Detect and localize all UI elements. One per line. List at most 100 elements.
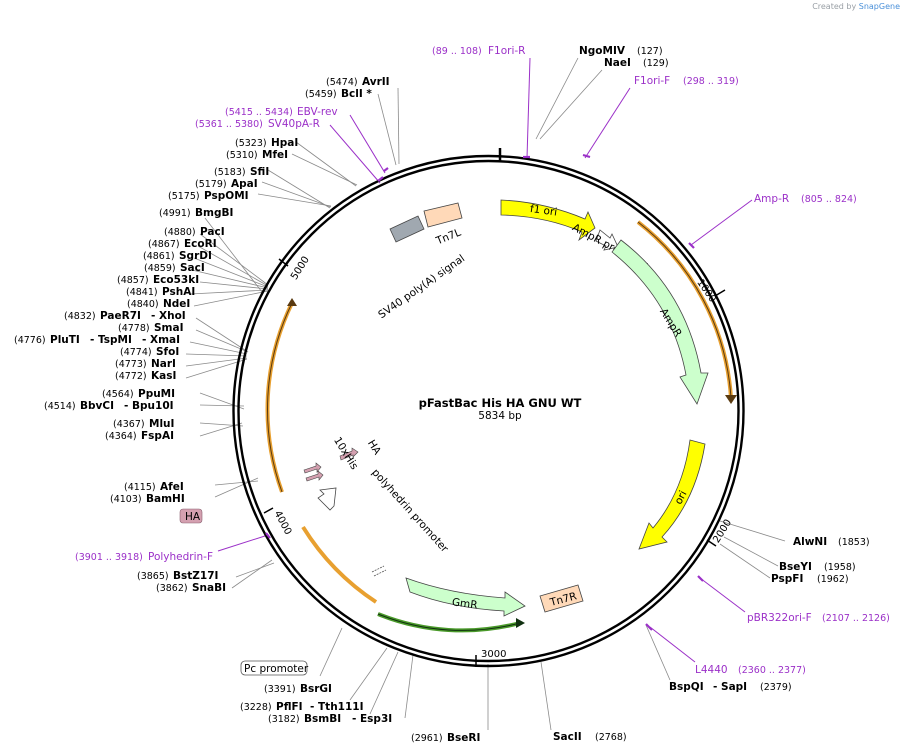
feature-pc-promoter-mark: [371, 565, 387, 577]
enzyme-name[interactable]: - XhoI: [151, 310, 186, 322]
enzyme-name[interactable]: SacII: [553, 731, 582, 743]
primer-leaders: [217, 57, 753, 663]
enzyme-name[interactable]: NaeI: [604, 57, 631, 69]
primer-name[interactable]: L4440: [695, 664, 728, 676]
orf-arc-polyhedrin: [301, 525, 378, 604]
enzyme-name[interactable]: AfeI: [160, 481, 184, 493]
enzyme-name[interactable]: BseYI: [779, 561, 812, 573]
enzyme-pos: (1853): [838, 537, 870, 548]
primer-name[interactable]: Polyhedrin-F: [148, 551, 213, 563]
feature-polyhedrin-promoter[interactable]: [317, 487, 337, 511]
enzyme-pos: (1962): [817, 574, 849, 585]
enzyme-pos: (4840): [127, 299, 159, 310]
enzyme-name[interactable]: PluTI: [50, 334, 80, 346]
primer-name[interactable]: F1ori-R: [488, 45, 525, 57]
enzyme-name[interactable]: MfeI: [262, 149, 288, 161]
enzyme-name[interactable]: SfoI: [156, 346, 179, 358]
enzyme-name[interactable]: BamHI: [146, 493, 185, 505]
feature-10xhis-2[interactable]: [305, 470, 324, 482]
enzyme-name[interactable]: SnaBI: [192, 582, 226, 594]
enzyme-name[interactable]: KasI: [151, 370, 176, 382]
feature-tn7l[interactable]: [423, 202, 463, 228]
feature-sv40[interactable]: [389, 215, 425, 243]
enzyme-name[interactable]: - Tth111I: [310, 701, 364, 713]
enzyme-name[interactable]: PspFI: [771, 573, 803, 585]
orf-arc-left-core: [267, 302, 293, 493]
enzyme-pos: (4367): [113, 419, 145, 430]
enzyme-name[interactable]: EcoRI: [184, 238, 217, 250]
enzyme-pos: (5459): [305, 89, 337, 100]
primer-pos: (5361 .. 5380): [195, 119, 263, 130]
enzyme-name[interactable]: PacI: [200, 226, 225, 238]
ha-box[interactable]: [179, 508, 203, 524]
enzyme-pos: (4880): [164, 227, 196, 238]
enzyme-name[interactable]: FspAI: [141, 430, 174, 442]
enzyme-name[interactable]: BsrGI: [300, 683, 332, 695]
enzyme-name[interactable]: - Bpu10I: [124, 400, 174, 412]
feature-ori[interactable]: [638, 439, 706, 550]
enzyme-name[interactable]: ApaI: [231, 178, 258, 190]
enzyme-name[interactable]: BspQI: [669, 681, 704, 693]
pc-promoter-box[interactable]: [240, 660, 308, 676]
feature-gmr[interactable]: [405, 577, 526, 617]
enzyme-pos: (4778): [118, 323, 150, 334]
primer-name[interactable]: Amp-R: [754, 193, 789, 205]
enzyme-pos: (5323): [235, 138, 267, 149]
enzyme-name[interactable]: HpaI: [271, 137, 298, 149]
primer-pos: (2107 .. 2126): [822, 613, 890, 624]
enzyme-pos: (3865): [137, 571, 169, 582]
enzyme-name[interactable]: - SapI: [713, 681, 747, 693]
enzyme-name[interactable]: BbvCI: [80, 400, 114, 412]
plasmid-size: 5834 bp: [478, 410, 522, 422]
enzyme-name[interactable]: SacI: [180, 262, 205, 274]
enzyme-name[interactable]: PshAI: [162, 286, 195, 298]
enzyme-name[interactable]: BseRI: [447, 732, 480, 744]
feature-ha[interactable]: [339, 447, 359, 461]
enzyme-name[interactable]: - Esp3I: [352, 713, 392, 725]
enzyme-pos: (129): [643, 58, 669, 69]
orf-arc-gmr-core: [377, 613, 521, 631]
feature-ampr-promoter[interactable]: [595, 229, 619, 251]
feature-tn7r[interactable]: [539, 584, 584, 613]
primer-name[interactable]: pBR322ori-F: [747, 612, 812, 624]
enzyme-name[interactable]: SgrDI: [179, 250, 212, 262]
enzyme-name[interactable]: PspOMI: [204, 190, 249, 202]
feature-f1ori[interactable]: [500, 199, 596, 242]
enzyme-name[interactable]: PflFI: [276, 701, 303, 713]
enzyme-name[interactable]: SmaI: [154, 322, 184, 334]
tick-label-4000: 4000: [272, 509, 294, 537]
primer-pos: (3901 .. 3918): [75, 552, 143, 563]
enzyme-name[interactable]: - TspMI: [90, 334, 132, 346]
feature-ampr[interactable]: [611, 239, 709, 405]
enzyme-pos: (4857): [117, 275, 149, 286]
enzyme-pos: (2768): [595, 732, 627, 743]
enzyme-name[interactable]: AvrII: [362, 76, 390, 88]
enzyme-name[interactable]: NgoMIV: [579, 45, 626, 57]
enzyme-labels-left: (5474) AvrII (5459) BclI * (5323) HpaI (…: [14, 76, 480, 744]
enzyme-name[interactable]: BclI *: [341, 88, 372, 100]
enzyme-name[interactable]: PaeR7I: [100, 310, 141, 322]
enzyme-name[interactable]: BsmBI: [304, 713, 341, 725]
primer-pos: (805 .. 824): [801, 194, 857, 205]
enzyme-name[interactable]: - XmaI: [142, 334, 180, 346]
enzyme-name[interactable]: SfiI: [250, 166, 269, 178]
primer-pos: (89 .. 108): [432, 46, 482, 57]
enzyme-pos: (5175): [168, 191, 200, 202]
label-sv40: SV40 poly(A) signal: [376, 253, 467, 322]
enzyme-name[interactable]: BstZ17I: [173, 570, 218, 582]
enzyme-name[interactable]: NarI: [151, 358, 176, 370]
feature-10xhis[interactable]: [303, 462, 322, 474]
enzyme-name[interactable]: BmgBI: [195, 207, 233, 219]
enzyme-name[interactable]: AlwNI: [793, 536, 827, 548]
enzyme-pos: (4115): [124, 482, 156, 493]
primer-name[interactable]: EBV-rev: [297, 106, 338, 118]
primer-name[interactable]: SV40pA-R: [268, 118, 320, 130]
enzyme-name[interactable]: MluI: [149, 418, 174, 430]
enzyme-pos: (5183): [214, 167, 246, 178]
primer-name[interactable]: F1ori-F: [634, 75, 670, 87]
tick-label-5000: 5000: [289, 255, 312, 282]
enzyme-name[interactable]: Eco53kI: [153, 274, 199, 286]
enzyme-name[interactable]: NdeI: [163, 298, 190, 310]
enzyme-name[interactable]: PpuMI: [138, 388, 175, 400]
